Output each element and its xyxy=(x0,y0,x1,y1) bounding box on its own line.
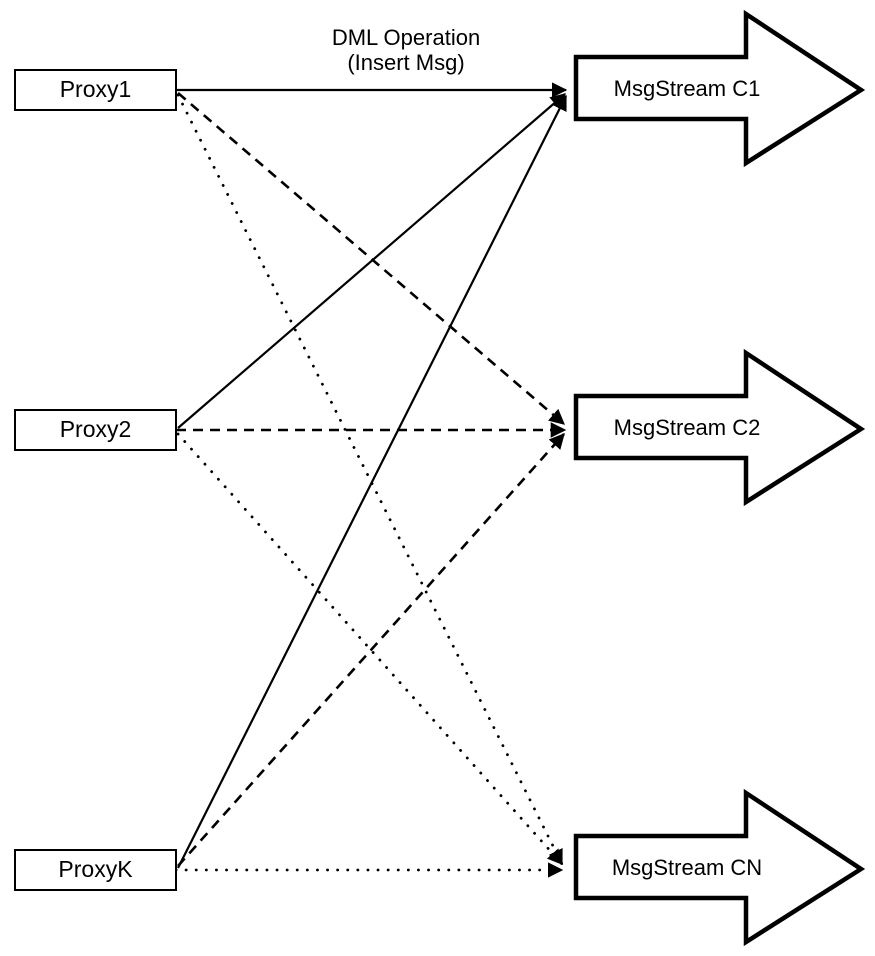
caption-dml-operation: DML Operation (Insert Msg) xyxy=(332,25,480,75)
node-proxy1-box[interactable] xyxy=(14,69,177,111)
edge-group-proxy1 xyxy=(176,82,568,866)
node-stream-cn-arrow-shape[interactable] xyxy=(573,788,866,947)
node-proxy2-box[interactable] xyxy=(14,409,177,451)
node-proxyk-box[interactable] xyxy=(14,849,177,891)
node-proxy2[interactable]: Proxy2 xyxy=(14,409,177,451)
edge-proxy1-to-stream-c2 xyxy=(177,92,565,425)
node-stream-cn[interactable]: MsgStream CN xyxy=(573,788,866,947)
edge-proxy2-to-stream-cn xyxy=(176,432,564,866)
node-proxy1[interactable]: Proxy1 xyxy=(14,69,177,111)
node-stream-c1-arrow-shape[interactable] xyxy=(573,9,866,168)
node-stream-c2[interactable]: MsgStream C2 xyxy=(573,348,866,507)
node-proxyk[interactable]: ProxyK xyxy=(14,849,177,891)
node-proxyk-label: ProxyK xyxy=(58,856,133,882)
edge-proxy2-to-stream-c1 xyxy=(177,93,566,429)
node-proxy2-label: Proxy2 xyxy=(60,416,132,442)
caption-line-2: (Insert Msg) xyxy=(347,50,464,75)
node-proxy1-label: Proxy1 xyxy=(60,76,132,102)
node-stream-c2-arrow-shape[interactable] xyxy=(573,348,866,507)
edge-proxyk-to-stream-c2 xyxy=(177,433,565,867)
edge-proxy1-to-stream-cn xyxy=(176,93,564,866)
node-stream-c2-label: MsgStream C2 xyxy=(614,415,761,440)
edge-group-proxyk xyxy=(174,94,567,878)
node-stream-cn-label: MsgStream CN xyxy=(612,855,762,880)
node-stream-c1-label: MsgStream C1 xyxy=(614,76,761,101)
edge-group-proxy2 xyxy=(176,93,567,866)
node-stream-c1[interactable]: MsgStream C1 xyxy=(573,9,866,168)
caption-line-1: DML Operation xyxy=(332,25,480,50)
edge-proxyk-to-stream-c1 xyxy=(177,94,567,869)
